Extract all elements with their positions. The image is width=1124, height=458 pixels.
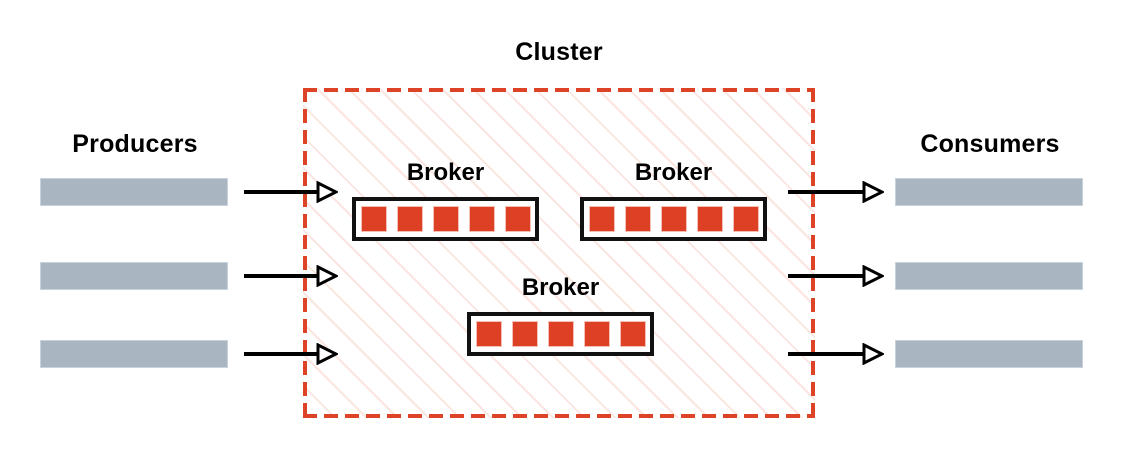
consumer-arrow-1 xyxy=(788,181,884,203)
producer-bar-2 xyxy=(40,262,228,290)
broker-box-2 xyxy=(580,197,767,241)
partition-cell xyxy=(696,206,723,232)
broker-node-1: Broker xyxy=(352,159,539,241)
producer-arrow-2 xyxy=(244,265,338,287)
producer-bar-3 xyxy=(40,340,228,368)
cluster-heading: Cluster xyxy=(515,38,603,66)
partition-cell xyxy=(583,321,610,347)
cluster-region xyxy=(303,88,815,418)
partition-cell xyxy=(396,206,423,232)
partition-cell xyxy=(511,321,538,347)
partition-cell xyxy=(360,206,387,232)
partition-cell xyxy=(432,206,459,232)
broker-label-1: Broker xyxy=(406,159,485,186)
partition-cell xyxy=(660,206,687,232)
partition-cell xyxy=(624,206,651,232)
producer-bar-1 xyxy=(40,178,228,206)
producer-arrow-1 xyxy=(244,181,338,203)
cluster-border-right xyxy=(811,88,815,418)
broker-node-2: Broker xyxy=(580,159,767,241)
cluster-border-bottom xyxy=(303,414,815,418)
consumer-bar-3 xyxy=(895,340,1083,368)
partition-cell xyxy=(475,321,502,347)
broker-label-3: Broker xyxy=(521,274,600,301)
partition-cell xyxy=(504,206,531,232)
partition-cell xyxy=(588,206,615,232)
broker-box-3 xyxy=(467,312,654,356)
consumer-bar-2 xyxy=(895,262,1083,290)
cluster-border-left xyxy=(303,88,307,418)
cluster-border-top xyxy=(303,88,815,92)
producers-heading: Producers xyxy=(72,130,198,158)
consumers-heading: Consumers xyxy=(920,130,1060,158)
producer-arrow-3 xyxy=(244,343,338,365)
consumer-arrow-3 xyxy=(788,343,884,365)
broker-box-1 xyxy=(352,197,539,241)
broker-label-2: Broker xyxy=(634,159,713,186)
partition-cell xyxy=(732,206,759,232)
partition-cell xyxy=(619,321,646,347)
partition-cell xyxy=(547,321,574,347)
consumer-bar-1 xyxy=(895,178,1083,206)
consumer-arrow-2 xyxy=(788,265,884,287)
broker-node-3: Broker xyxy=(467,274,654,356)
partition-cell xyxy=(468,206,495,232)
